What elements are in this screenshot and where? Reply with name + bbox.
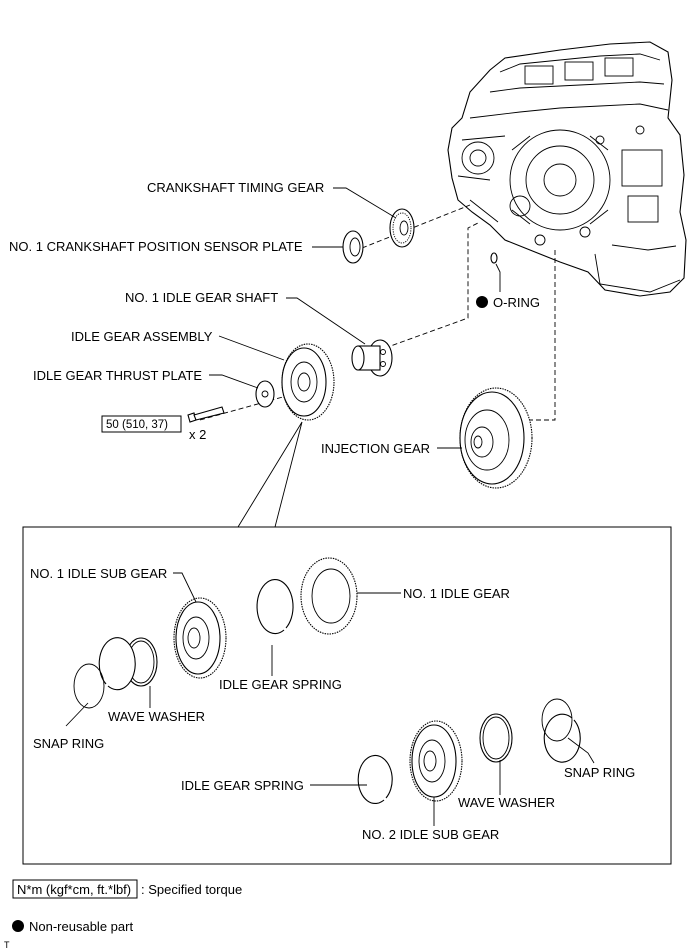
bolt-drawing bbox=[187, 406, 225, 423]
snap-ring-left-drawing bbox=[73, 637, 136, 709]
idle-gear-spring-lower-drawing bbox=[357, 754, 393, 804]
label-no1-idle-sub-gear: NO. 1 IDLE SUB GEAR bbox=[30, 566, 167, 581]
non-reusable-mark-o-ring bbox=[476, 296, 488, 308]
legend-non-reusable-mark bbox=[12, 920, 24, 932]
label-idle-gear-spring-upper: IDLE GEAR SPRING bbox=[219, 677, 342, 692]
no1-idle-sub-gear-drawing bbox=[173, 597, 227, 679]
label-idle-gear-assembly: IDLE GEAR ASSEMBLY bbox=[71, 329, 213, 344]
idle-gear-shaft-drawing bbox=[351, 339, 393, 377]
o-ring-drawing bbox=[490, 252, 498, 264]
label-snap-ring-left: SNAP RING bbox=[33, 736, 104, 751]
label-no2-idle-sub-gear: NO. 2 IDLE SUB GEAR bbox=[362, 827, 499, 842]
idle-gear-assembly-drawing bbox=[281, 343, 335, 421]
label-o-ring: O-RING bbox=[493, 295, 540, 310]
no1-idle-gear-drawing bbox=[300, 557, 358, 635]
crankshaft-position-sensor-plate-drawing bbox=[342, 230, 364, 264]
footer-mark: T bbox=[4, 940, 10, 950]
detail-box bbox=[22, 526, 672, 865]
alignment-dashed-lines bbox=[199, 204, 556, 421]
idle-gear-thrust-plate-drawing bbox=[255, 380, 275, 408]
no2-idle-sub-gear-drawing bbox=[409, 720, 463, 802]
snap-ring-right-drawing bbox=[541, 698, 581, 763]
detail-callout-lines bbox=[237, 421, 303, 528]
crankshaft-timing-gear-drawing bbox=[389, 208, 415, 248]
label-idle-gear-thrust-plate: IDLE GEAR THRUST PLATE bbox=[33, 368, 202, 383]
idle-gear-spring-upper-drawing bbox=[256, 579, 294, 635]
legend-torque-desc: : Specified torque bbox=[141, 882, 242, 897]
leader-lines bbox=[65, 187, 595, 826]
label-idle-gear-spring-lower: IDLE GEAR SPRING bbox=[181, 778, 304, 793]
legend-non-reusable-desc: Non-reusable part bbox=[29, 919, 133, 934]
label-torque-value: 50 (510, 37) bbox=[106, 419, 168, 431]
label-wave-washer-left: WAVE WASHER bbox=[108, 709, 205, 724]
label-crankshaft-timing-gear: CRANKSHAFT TIMING GEAR bbox=[147, 180, 324, 195]
engine-block-illustration bbox=[447, 41, 687, 297]
label-wave-washer-right: WAVE WASHER bbox=[458, 795, 555, 810]
legend-torque-box bbox=[12, 879, 138, 899]
injection-gear-drawing bbox=[459, 387, 533, 489]
label-no1-idle-gear: NO. 1 IDLE GEAR bbox=[403, 586, 510, 601]
label-injection-gear: INJECTION GEAR bbox=[321, 441, 430, 456]
legend-torque-unit: N*m (kgf*cm, ft.*lbf) bbox=[17, 882, 131, 897]
wave-washer-right-drawing bbox=[479, 713, 513, 763]
label-bolt-quantity: x 2 bbox=[189, 427, 206, 442]
torque-box bbox=[101, 415, 182, 433]
label-idle-gear-shaft: NO. 1 IDLE GEAR SHAFT bbox=[125, 290, 278, 305]
label-snap-ring-right: SNAP RING bbox=[564, 765, 635, 780]
label-crankshaft-position-sensor-plate: NO. 1 CRANKSHAFT POSITION SENSOR PLATE bbox=[9, 239, 303, 254]
